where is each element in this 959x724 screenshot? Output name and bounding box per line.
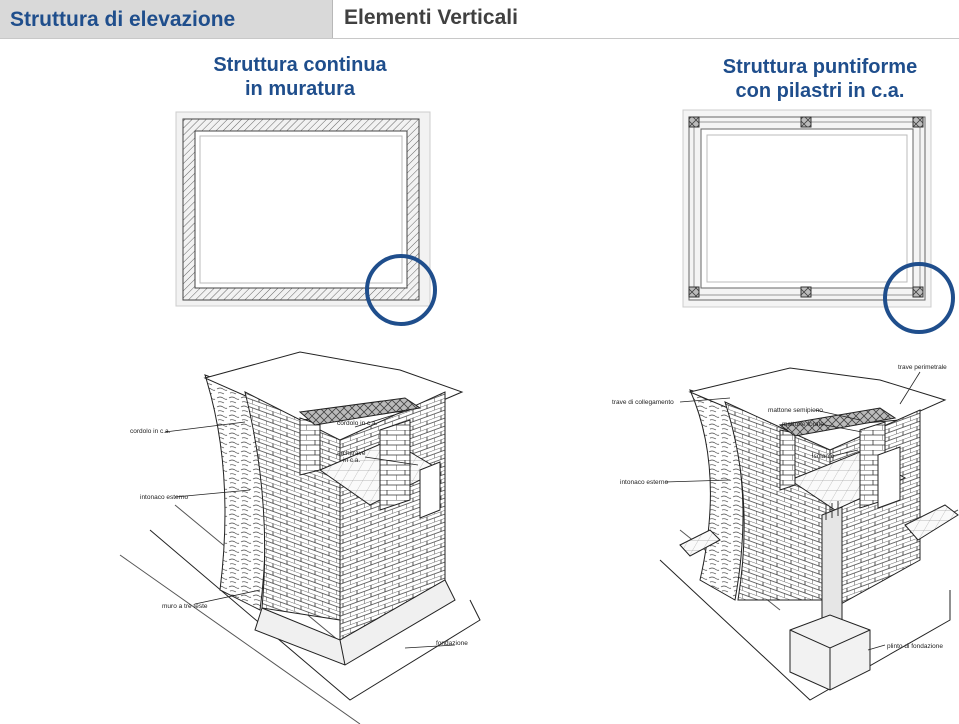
right-heading-line1: Struttura puntiforme bbox=[722, 56, 918, 78]
left-masonry-drawing bbox=[119, 351, 481, 724]
pillar-s bbox=[800, 286, 812, 298]
label-architrave-2: in c.a. bbox=[343, 457, 361, 464]
label-architrave-1: architrave bbox=[337, 450, 366, 457]
tab-section-title[interactable]: Struttura di elevazione bbox=[0, 0, 333, 38]
label-mattone-forato: mattone forato bbox=[782, 421, 824, 428]
left-labels: cordolo in c.a. cordolo in c.a. architra… bbox=[130, 409, 468, 649]
label-trave-perimetrale: trave perimetrale bbox=[898, 364, 947, 371]
label-trave-collegamento: trave di collegamento bbox=[612, 399, 674, 406]
label-cordolo-top: cordolo in c.a. bbox=[337, 420, 378, 427]
section-title: Struttura di elevazione bbox=[10, 8, 236, 31]
label-intonaco-right: intonaco esterno bbox=[620, 479, 668, 486]
label-plinto: plinto di fondazione bbox=[887, 643, 943, 650]
pillar-ne bbox=[912, 116, 924, 128]
pillar-se bbox=[912, 286, 924, 298]
left-highlight-circle bbox=[365, 254, 437, 326]
left-plan bbox=[175, 111, 431, 307]
right-heading-line2: con pilastri in c.a. bbox=[735, 80, 905, 102]
subtitle: Elementi Verticali bbox=[344, 6, 518, 29]
pillar-n bbox=[800, 116, 812, 128]
label-cordolo-left: cordolo in c.a. bbox=[130, 428, 171, 435]
label-mattone-semipieno: mattone semipieno bbox=[768, 407, 823, 414]
left-heading-line1: Struttura continua bbox=[213, 54, 387, 76]
right-labels: trave perimetrale trave di collegamento … bbox=[612, 364, 947, 651]
header-divider bbox=[0, 38, 959, 39]
right-plan bbox=[682, 109, 932, 308]
tab-subtitle[interactable]: Elementi Verticali bbox=[336, 0, 959, 38]
label-muro: muro a tre teste bbox=[162, 603, 208, 610]
right-heading: Struttura puntiforme con pilastri in c.a… bbox=[680, 55, 959, 103]
right-frame-drawing bbox=[659, 367, 959, 701]
label-intonaco-left: intonaco esterno bbox=[140, 494, 188, 501]
left-heading-line2: in muratura bbox=[244, 78, 356, 100]
label-isolante: isolante bbox=[812, 453, 835, 460]
right-highlight-circle bbox=[883, 262, 955, 334]
left-heading: Struttura continua in muratura bbox=[180, 53, 420, 101]
pillar-sw bbox=[688, 286, 700, 298]
label-fondazione: fondazione bbox=[436, 640, 468, 647]
pillar-nw bbox=[688, 116, 700, 128]
